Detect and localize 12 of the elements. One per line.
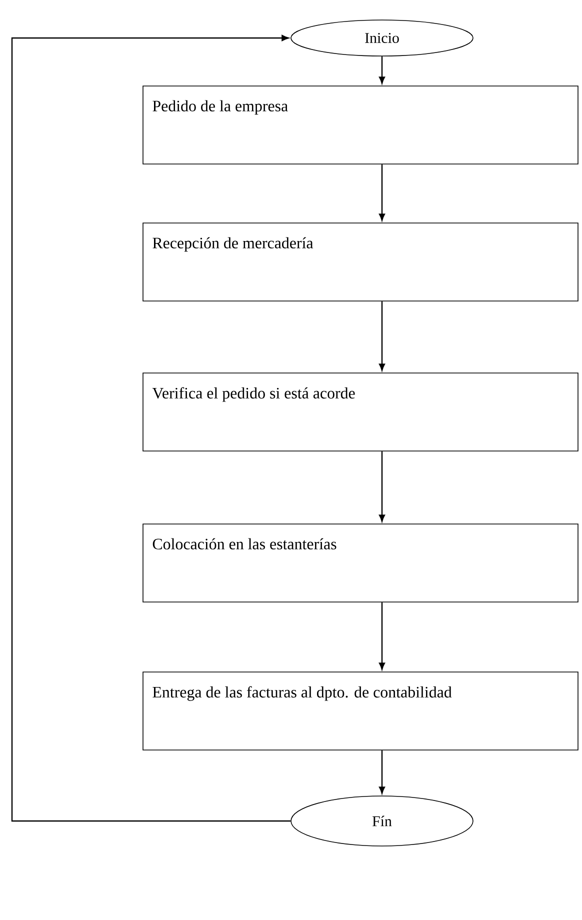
- process-box: Pedido de la empresa: [142, 86, 578, 164]
- arrow: [378, 602, 386, 670]
- process-box: Verifica el pedido si está acorde: [142, 372, 578, 452]
- arrow: [378, 164, 386, 221]
- arrow: [378, 301, 386, 371]
- arrow: [378, 56, 386, 84]
- process-box: Entrega de las facturas al dpto. de contabilidad: [142, 672, 578, 750]
- arrow: [378, 451, 386, 522]
- arrow: [378, 750, 386, 794]
- arrow: [11, 34, 291, 822]
- process-box: Colocación en las estanterías: [142, 524, 578, 602]
- process-box: Recepción de mercadería: [142, 222, 578, 302]
